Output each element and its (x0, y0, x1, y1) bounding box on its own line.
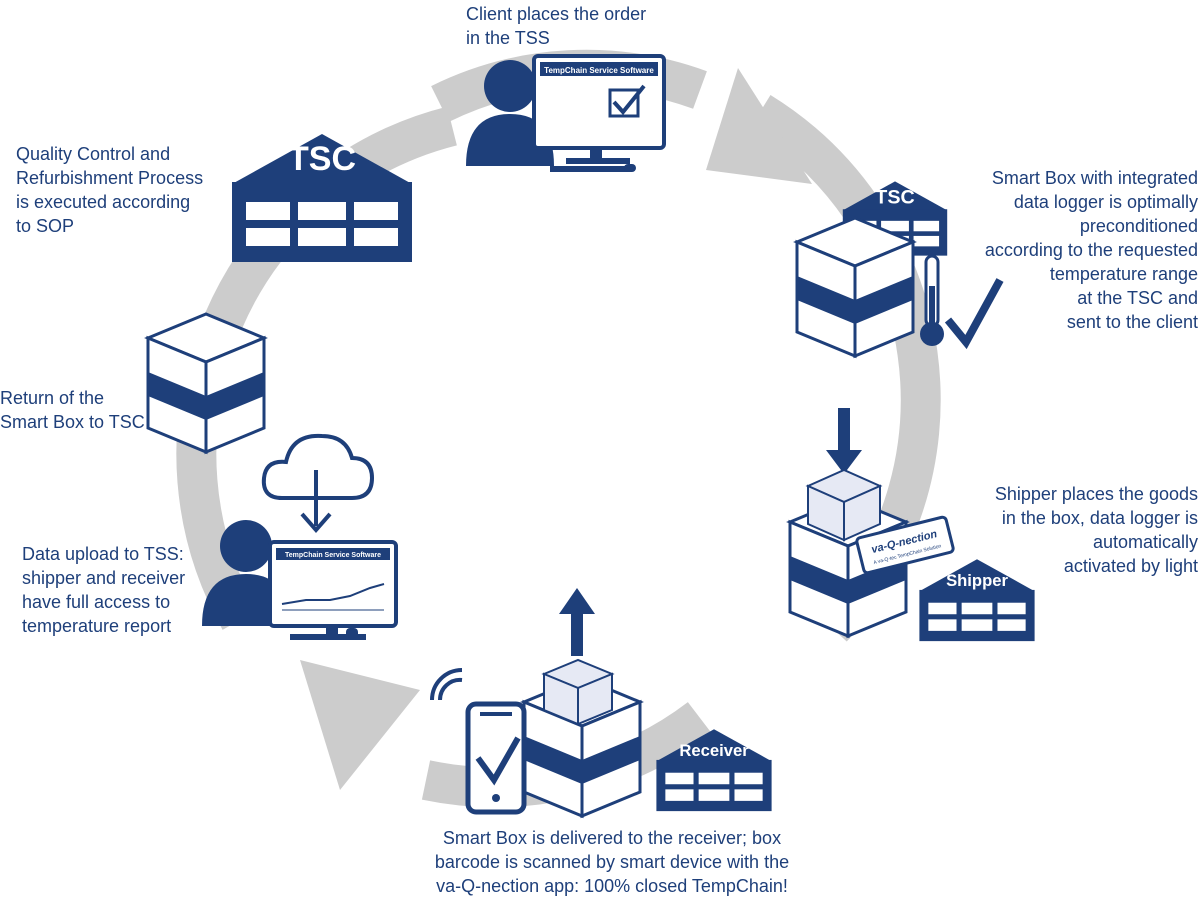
shipper-label: Shipper (946, 571, 1008, 590)
receiver-label: Receiver (679, 741, 749, 760)
software-title-bottom: TempChain Service Software (285, 552, 381, 559)
thermometer-icon (920, 254, 944, 346)
shipper-building-icon: Shipper (919, 559, 1035, 642)
client-computer-icon: TempChain Service Software (466, 54, 666, 172)
tsc-label-small: TSC (875, 186, 914, 208)
return-box-icon (146, 312, 266, 454)
caption-order: Client places the order in the TSS (466, 4, 647, 48)
caption-shipper: Shipper places the goods in the box, dat… (994, 484, 1198, 576)
receiver-building-icon: Receiver (656, 729, 772, 812)
check-icon (944, 278, 1004, 350)
caption-receiver: Smart Box is delivered to the receiver; … (434, 828, 790, 896)
cycle-arrowhead-top-right (706, 68, 812, 184)
caption-upload: Data upload to TSS: shipper and receiver… (22, 544, 186, 636)
caption-quality: Quality Control and Refurbishment Proces… (16, 144, 204, 236)
receiver-box-icon (522, 658, 642, 818)
smartphone-icon (430, 668, 527, 815)
down-arrow-icon (826, 408, 862, 474)
smart-box-icon (795, 216, 915, 358)
caption-precondition: Smart Box with integrated data logger is… (984, 168, 1198, 332)
tsc-label-large: TSC (288, 140, 356, 178)
cycle-arrowhead-bottom-left (300, 660, 420, 790)
tsc-building-icon: TSC (842, 181, 948, 256)
upload-computer-icon: TempChain Service Software (202, 520, 398, 640)
shipper-box-icon (788, 468, 908, 638)
tsc-large-building-icon: TSC (232, 134, 412, 262)
va-q-nection-card-icon: va-Q-nection A va-Q-tec TempChain Soluti… (855, 515, 955, 575)
software-title-top: TempChain Service Software (544, 66, 654, 75)
cloud-download-icon (261, 433, 375, 534)
up-arrow-icon (559, 588, 595, 656)
caption-return: Return of the Smart Box to TSC (0, 388, 145, 432)
